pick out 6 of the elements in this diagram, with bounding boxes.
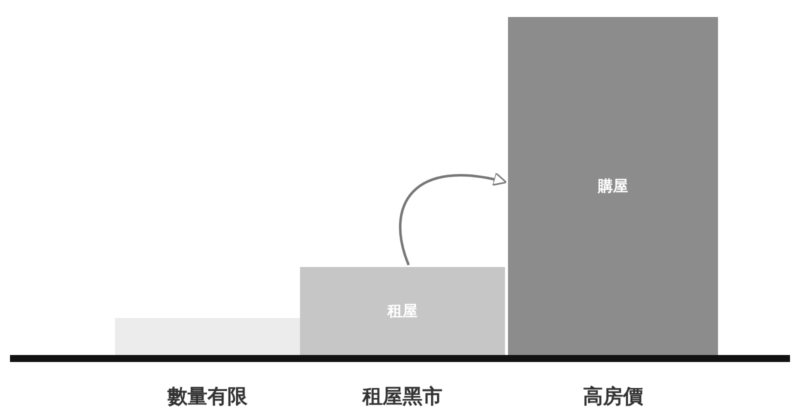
bar-label: 購屋 xyxy=(598,176,628,196)
category-label: 數量有限 xyxy=(166,383,248,410)
category-label: 租屋黑市 xyxy=(361,383,444,410)
curved-arrow xyxy=(399,172,507,266)
category-label: 高房價 xyxy=(582,383,644,410)
bar-label: 租屋 xyxy=(388,302,418,320)
